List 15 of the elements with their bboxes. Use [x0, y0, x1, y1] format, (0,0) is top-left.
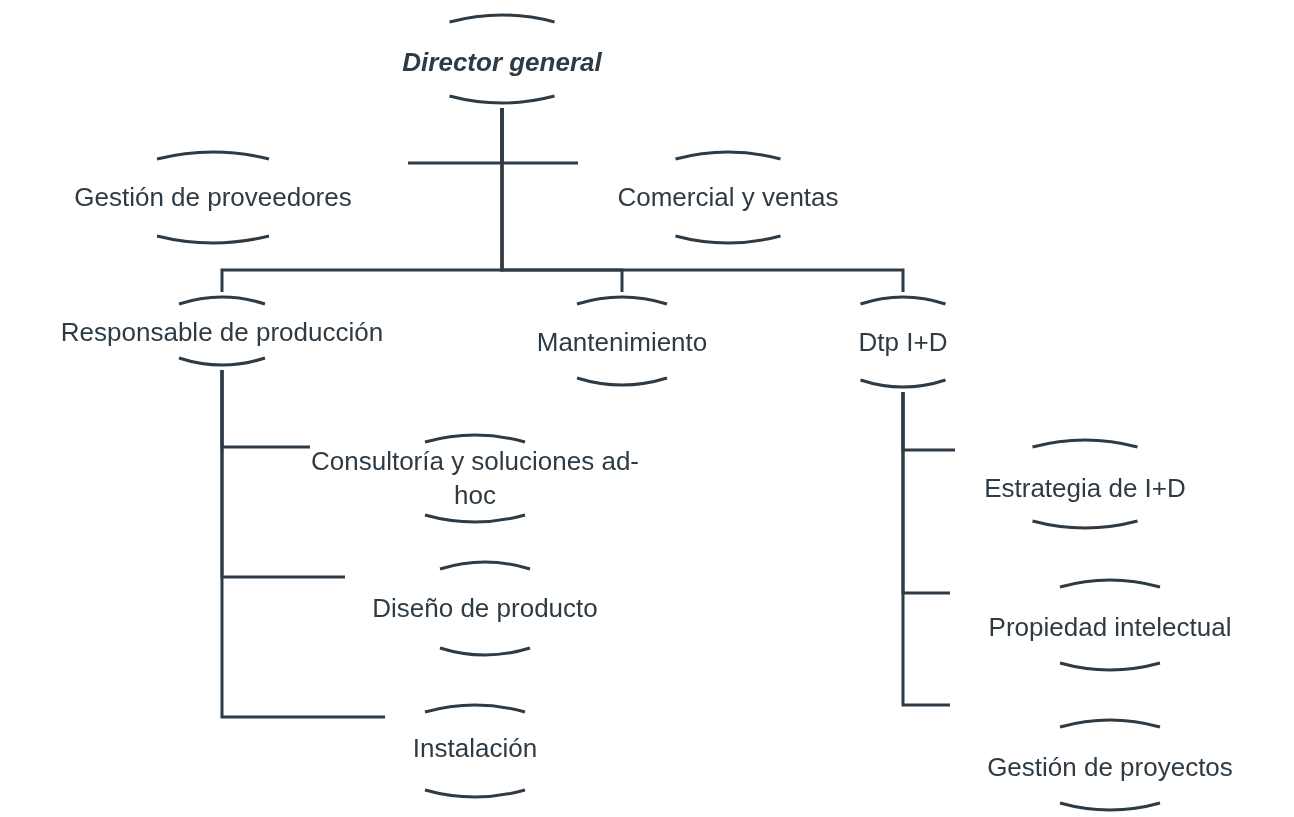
unit-label: Director general: [401, 46, 603, 79]
unit-label: Responsable de producción: [59, 316, 385, 349]
unit-label: Mantenimiento: [535, 326, 709, 359]
unit-label: Dtp I+D: [857, 326, 949, 359]
unit-label: Instalación: [411, 732, 539, 765]
connector-line: [220, 370, 385, 719]
connector-line: [500, 108, 905, 292]
unit-label: Comercial y ventas: [616, 181, 840, 214]
unit-label: Consultoría y soluciones ad-hoc: [310, 445, 640, 512]
unit-label: Gestión de proyectos: [986, 751, 1234, 784]
unit-label: Propiedad intelectual: [987, 611, 1233, 644]
connector-line: [901, 392, 950, 707]
unit-label: Estrategia de I+D: [983, 472, 1187, 505]
unit-label: Gestión de proveedores: [73, 181, 353, 214]
unit-label: Diseño de producto: [371, 592, 599, 625]
